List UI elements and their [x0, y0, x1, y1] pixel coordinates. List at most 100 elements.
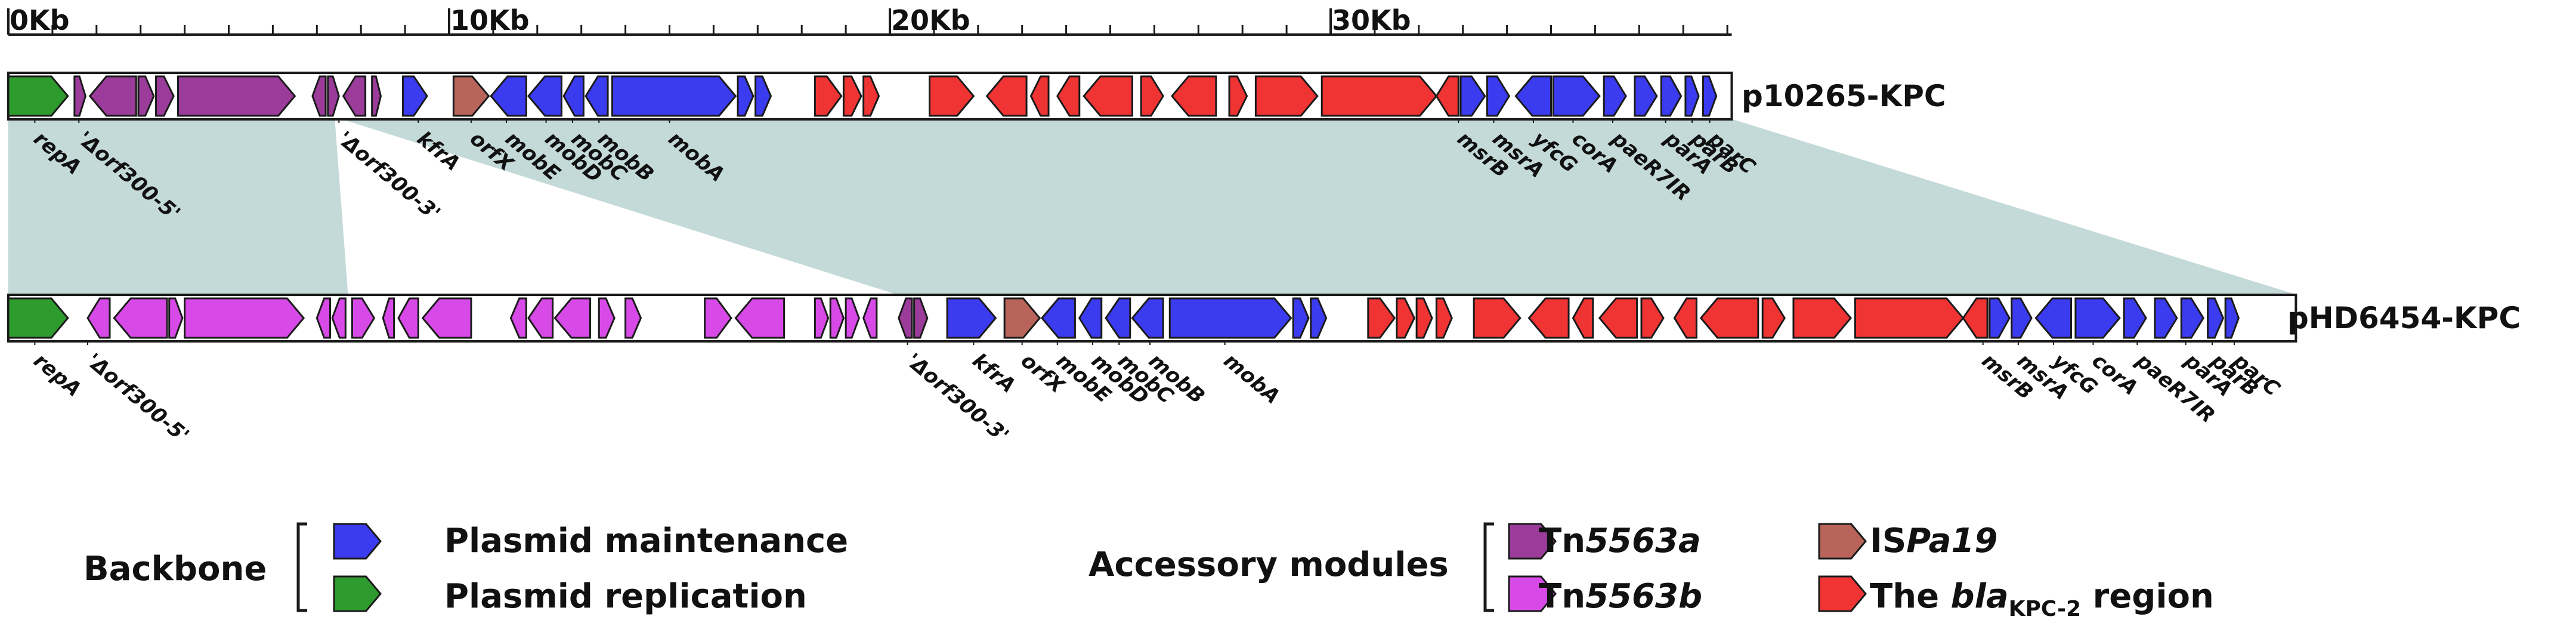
legend-kpc-region-text: The blaKPC-2 region [1870, 577, 2214, 621]
replication-arrow-icon [333, 575, 382, 612]
gene-arrow [585, 75, 609, 117]
tn5563b-arrow-icon [1508, 575, 1557, 612]
gene-arrow [1029, 75, 1050, 117]
gene-arrow [1572, 297, 1594, 339]
gene-arrow [509, 297, 527, 339]
gene-arrow [1056, 75, 1081, 117]
gene-arrow [737, 75, 754, 117]
gene-arrow [137, 75, 155, 117]
gene-arrow [1552, 75, 1601, 117]
gene-label: 'Δorf300-5' [82, 349, 193, 448]
gene-arrow [1486, 75, 1511, 117]
gene-arrow [1684, 75, 1700, 117]
gene-arrow [1435, 75, 1459, 117]
legend-backbone-bracket [296, 522, 307, 612]
gene-arrow [814, 75, 843, 117]
gene-arrow [177, 75, 296, 117]
gene-arrow [1367, 297, 1396, 339]
gene-arrow [829, 297, 845, 339]
gene-arrow [913, 297, 929, 339]
gene-arrow [814, 297, 830, 339]
gene-arrow [490, 75, 527, 117]
gene-arrow [1396, 297, 1416, 339]
gene-arrow [1105, 297, 1131, 339]
gene-arrow [862, 75, 880, 117]
gene-arrow [2011, 297, 2033, 339]
scale-tick-label: 10Kb [450, 4, 530, 36]
gene-arrow [155, 75, 175, 117]
gene-arrow [1473, 297, 1522, 339]
gene-arrow [397, 297, 419, 339]
gene-arrow [1634, 75, 1658, 117]
legend-tn5563a-text: Tn5563a [1539, 522, 1701, 560]
gene-arrow [73, 75, 86, 117]
gene-arrow [382, 297, 395, 339]
gene-label: repA [29, 349, 86, 402]
legend-accessory-bracket [1483, 522, 1494, 612]
gene-arrow [1598, 297, 1638, 339]
tn5563b-italic: 5563b [1585, 577, 1702, 616]
gene-arrow [331, 297, 347, 339]
gene-arrow [2123, 297, 2147, 339]
legend-item-tn5563a: Tn5563a [1508, 522, 1701, 560]
gene-arrow [1168, 297, 1292, 339]
plasmid-tracks [7, 72, 2297, 343]
gene-arrow [7, 297, 69, 339]
scale-tick-label: 20Kb [891, 4, 970, 36]
gene-arrow [754, 75, 772, 117]
maintenance-arrow-icon [333, 523, 382, 560]
gene-arrow [611, 75, 737, 117]
legend-item-ispa19: ISPa19 [1818, 522, 1997, 560]
gene-arrow [1078, 297, 1103, 339]
tn5563b-prefix: Tn [1539, 577, 1585, 616]
gene-arrow [1702, 75, 1718, 117]
gene-arrow [371, 75, 382, 117]
gene-arrow [1527, 297, 1570, 339]
gene-arrow [1310, 297, 1328, 339]
gene-arrow [562, 75, 585, 117]
scale-tick-label: 30Kb [1332, 4, 1411, 36]
gene-arrow [1131, 297, 1164, 339]
gene-arrow [898, 297, 913, 339]
gene-arrow [1003, 297, 1041, 339]
gene-arrow [624, 297, 642, 339]
gene-arrow [342, 75, 367, 117]
gene-arrow [1171, 75, 1217, 117]
legend-accessory-label: Accessory modules [1088, 545, 1449, 584]
gene-arrow [1415, 297, 1433, 339]
gene-arrow [1761, 297, 1786, 339]
gene-arrow [2154, 297, 2178, 339]
scale-tick-label: 0Kb [10, 4, 70, 36]
gene-arrow [2207, 297, 2225, 339]
gene-label: mobA [1219, 349, 1285, 409]
legend-tn5563b-text: Tn5563b [1539, 577, 1702, 616]
ispa19-prefix: IS [1870, 522, 1906, 560]
gene-arrow [1603, 75, 1627, 117]
gene-arrow [1699, 297, 1759, 339]
legend-item-kpc-region: The blaKPC-2 region [1818, 575, 2214, 621]
legend-item-replication: Plasmid replication [333, 575, 807, 616]
gene-arrow [527, 75, 562, 117]
kpc-region-arrow-icon [1818, 575, 1867, 612]
gene-arrow [1435, 297, 1453, 339]
kpc-prefix: The [1870, 577, 1951, 616]
gene-arrow [184, 297, 305, 339]
gene-label: kfrA [968, 349, 1020, 397]
tn5563a-italic: 5563a [1585, 522, 1701, 560]
tn5563a-arrow-icon [1508, 523, 1557, 560]
gene-arrow [1459, 75, 1486, 117]
gene-arrow [527, 297, 554, 339]
gene-arrow [845, 297, 860, 339]
gene-arrow [1228, 75, 1248, 117]
plasmid-name-pHD6454: pHD6454-KPC [2287, 301, 2521, 335]
gene-arrow [401, 75, 428, 117]
gene-arrow [929, 75, 975, 117]
gene-arrow [1083, 75, 1133, 117]
gene-arrow [1321, 75, 1438, 117]
gene-arrow [113, 297, 168, 339]
ispa19-arrow-icon [1818, 523, 1867, 560]
gene-arrow [88, 75, 137, 117]
kpc-subscript: KPC-2 [2009, 597, 2082, 621]
